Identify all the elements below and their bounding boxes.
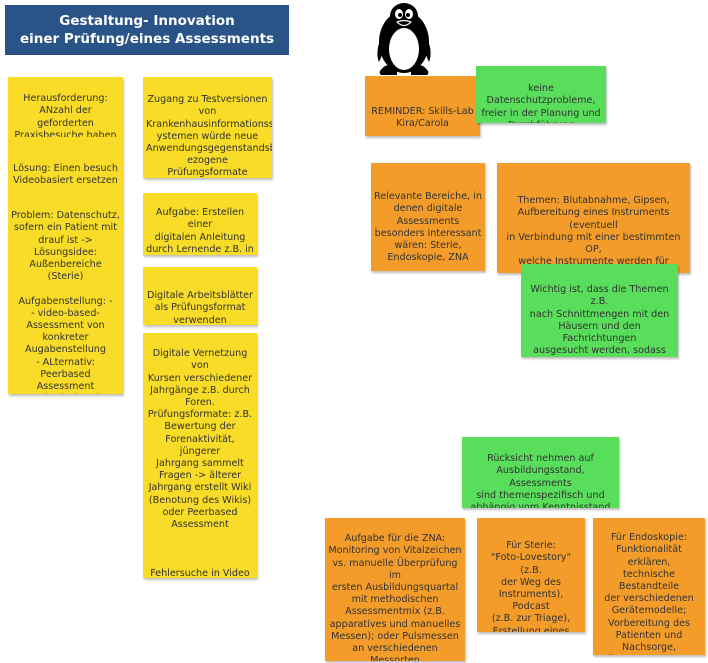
note-bereiche[interactable]: Relevante Bereiche, in denen digitale As… <box>371 163 485 271</box>
note-zugang[interactable]: Zugang zu Testversionen von Krankenhausi… <box>143 77 272 178</box>
note-text: Aufgabe für die ZNA: Monitoring von Vita… <box>328 533 462 661</box>
note-zna[interactable]: Aufgabe für die ZNA: Monitoring von Vita… <box>325 518 465 661</box>
note-text: Digitale Arbeitsblätter als Prüfungsform… <box>147 290 253 325</box>
note-text: Für Endoskopie: Funktionalität erklären,… <box>598 532 699 655</box>
note-text: Rücksicht nehmen auf Ausbildungsstand, A… <box>470 453 611 508</box>
note-datenschutz[interactable]: keine Datenschutzprobleme, freier in der… <box>476 66 606 123</box>
tux-penguin-icon <box>377 3 431 75</box>
note-vernetzung[interactable]: Digitale Vernetzung von Kursen verschied… <box>143 333 257 578</box>
note-text: Digitale Vernetzung von Kursen verschied… <box>147 348 253 578</box>
note-text: Aufgabe: Erstellen einer digitalen Anlei… <box>146 207 254 255</box>
note-text: Relevante Bereiche, in denen digitale As… <box>374 191 482 264</box>
note-text: Problem: Datenschutz, sofern ein Patient… <box>11 210 120 394</box>
note-sterie[interactable]: Für Sterie: "Foto-Lovestory" (z.B. der W… <box>477 518 585 632</box>
note-herausforderung[interactable]: Herausforderung: ANzahl der geforderten … <box>8 77 123 137</box>
note-text: Wichtig ist, dass die Themen z.B. nach S… <box>529 284 670 357</box>
note-arbeitsblaetter[interactable]: Digitale Arbeitsblätter als Prüfungsform… <box>143 267 257 325</box>
note-ruecksicht[interactable]: Rücksicht nehmen auf Ausbildungsstand, A… <box>462 437 619 508</box>
note-wichtig[interactable]: Wichtig ist, dass die Themen z.B. nach S… <box>521 264 678 357</box>
note-reminder[interactable]: REMINDER: Skills-Lab Kira/Carola <box>365 76 480 136</box>
note-text: keine Datenschutzprobleme, freier in der… <box>481 83 601 123</box>
note-text: Lösung: Einen besuch Videobasiert ersetz… <box>13 163 118 187</box>
note-problem[interactable]: Problem: Datenschutz, sofern ein Patient… <box>8 194 123 394</box>
board-title: Gestaltung- Innovation einer Prüfung/ein… <box>19 13 275 47</box>
note-loesung[interactable]: Lösung: Einen besuch Videobasiert ersetz… <box>8 137 123 194</box>
note-text: Themen: Blutabnahme, Gipsen, Aufbereitun… <box>506 195 681 273</box>
note-text: Herausforderung: ANzahl der geforderten … <box>14 93 117 137</box>
title-banner[interactable]: Gestaltung- Innovation einer Prüfung/ein… <box>5 5 289 55</box>
note-text: Für Sterie: "Foto-Lovestory" (z.B. der W… <box>490 540 572 632</box>
note-text: Zugang zu Testversionen von Krankenhausi… <box>146 94 272 178</box>
note-aufgabe-anleitung[interactable]: Aufgabe: Erstellen einer digitalen Anlei… <box>143 193 257 255</box>
note-themen[interactable]: Themen: Blutabnahme, Gipsen, Aufbereitun… <box>497 163 690 273</box>
note-endoskopie[interactable]: Für Endoskopie: Funktionalität erklären,… <box>593 518 705 655</box>
note-text: REMINDER: Skills-Lab Kira/Carola <box>371 106 474 130</box>
